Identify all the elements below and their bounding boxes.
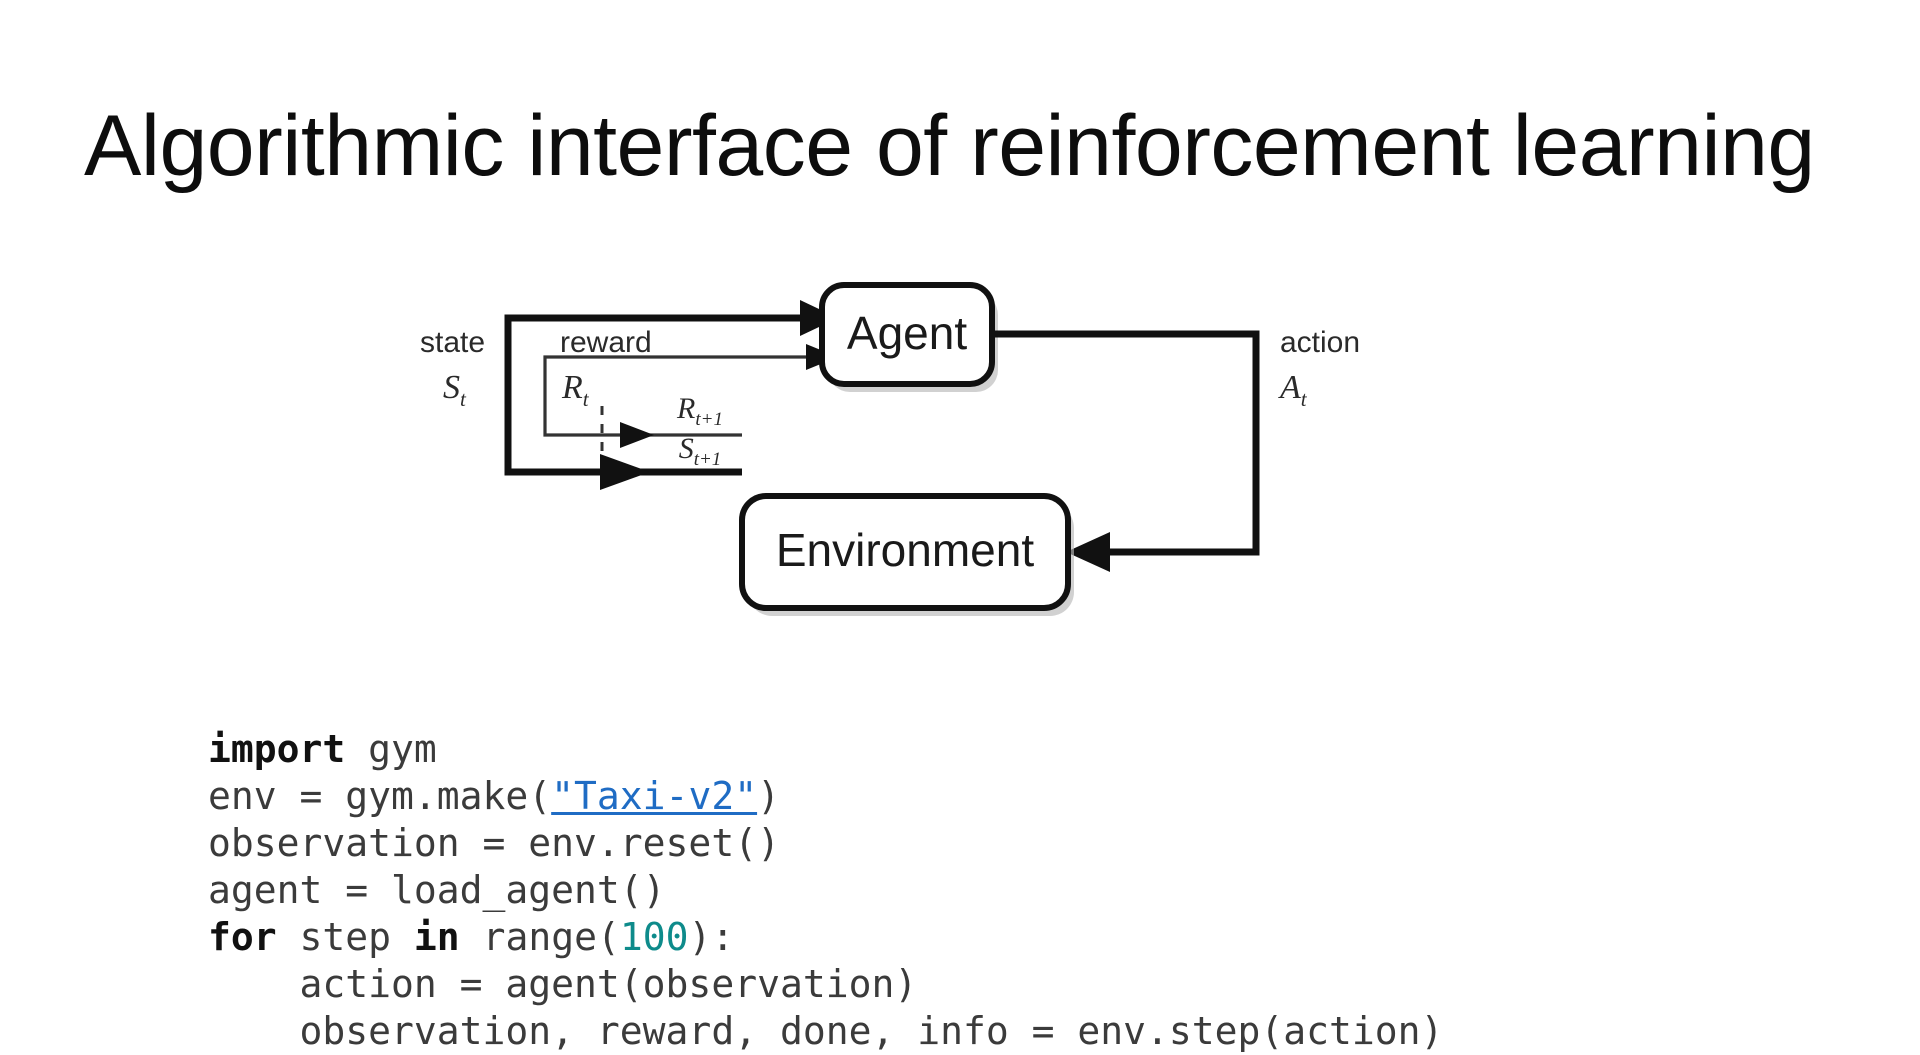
label-action-symbol: At bbox=[1278, 369, 1308, 411]
label-reward-symbol: Rt bbox=[561, 369, 590, 411]
node-environment[interactable]: Environment bbox=[739, 493, 1074, 616]
label-reward-word: reward bbox=[560, 326, 652, 359]
code-token: observation, reward, done, info = env.st… bbox=[208, 1009, 1444, 1053]
node-environment-label: Environment bbox=[776, 524, 1034, 576]
code-token: ) bbox=[757, 774, 780, 818]
next-state-arrow bbox=[600, 454, 650, 490]
code-token: in bbox=[413, 915, 460, 959]
code-line: env = gym.make("Taxi-v2") bbox=[208, 773, 1808, 820]
code-token: gym bbox=[345, 727, 437, 771]
code-line: observation = env.reset() bbox=[208, 820, 1808, 867]
code-token: observation = env.reset() bbox=[208, 821, 780, 865]
page-title: Algorithmic interface of reinforcement l… bbox=[84, 97, 1815, 194]
code-line: action = agent(observation) bbox=[208, 961, 1808, 1008]
code-line: agent = load_agent() bbox=[208, 867, 1808, 914]
code-line: observation, reward, done, info = env.st… bbox=[208, 1008, 1808, 1055]
reinforcement-learning-diagram: Agent Environment state St reward bbox=[0, 210, 1920, 650]
code-token: agent = load_agent() bbox=[208, 868, 666, 912]
next-reward-arrow bbox=[620, 422, 654, 448]
code-token: action = agent(observation) bbox=[208, 962, 918, 1006]
code-line: for step in range(100): bbox=[208, 914, 1808, 961]
code-token: ): bbox=[688, 915, 735, 959]
code-token: 100 bbox=[619, 915, 689, 959]
node-agent-label: Agent bbox=[847, 307, 967, 359]
code-token: import bbox=[208, 727, 346, 771]
node-agent[interactable]: Agent bbox=[819, 282, 998, 392]
arrowhead-action-into-environment bbox=[1066, 532, 1110, 572]
label-state-symbol: St bbox=[443, 369, 467, 411]
code-token: range( bbox=[459, 915, 620, 959]
action-path bbox=[992, 330, 1260, 572]
label-action-word: action bbox=[1280, 326, 1360, 359]
label-next-reward-symbol: Rt+1 bbox=[676, 392, 723, 430]
code-link-token[interactable]: "Taxi-v2" bbox=[551, 774, 758, 818]
code-token: for bbox=[208, 915, 277, 959]
code-line: import gym bbox=[208, 726, 1808, 773]
code-token: step bbox=[276, 915, 414, 959]
label-next-state-symbol: St+1 bbox=[679, 432, 722, 470]
state-feedback-path bbox=[504, 300, 838, 476]
code-token: env = gym.make( bbox=[208, 774, 552, 818]
label-state-word: state bbox=[420, 326, 485, 359]
